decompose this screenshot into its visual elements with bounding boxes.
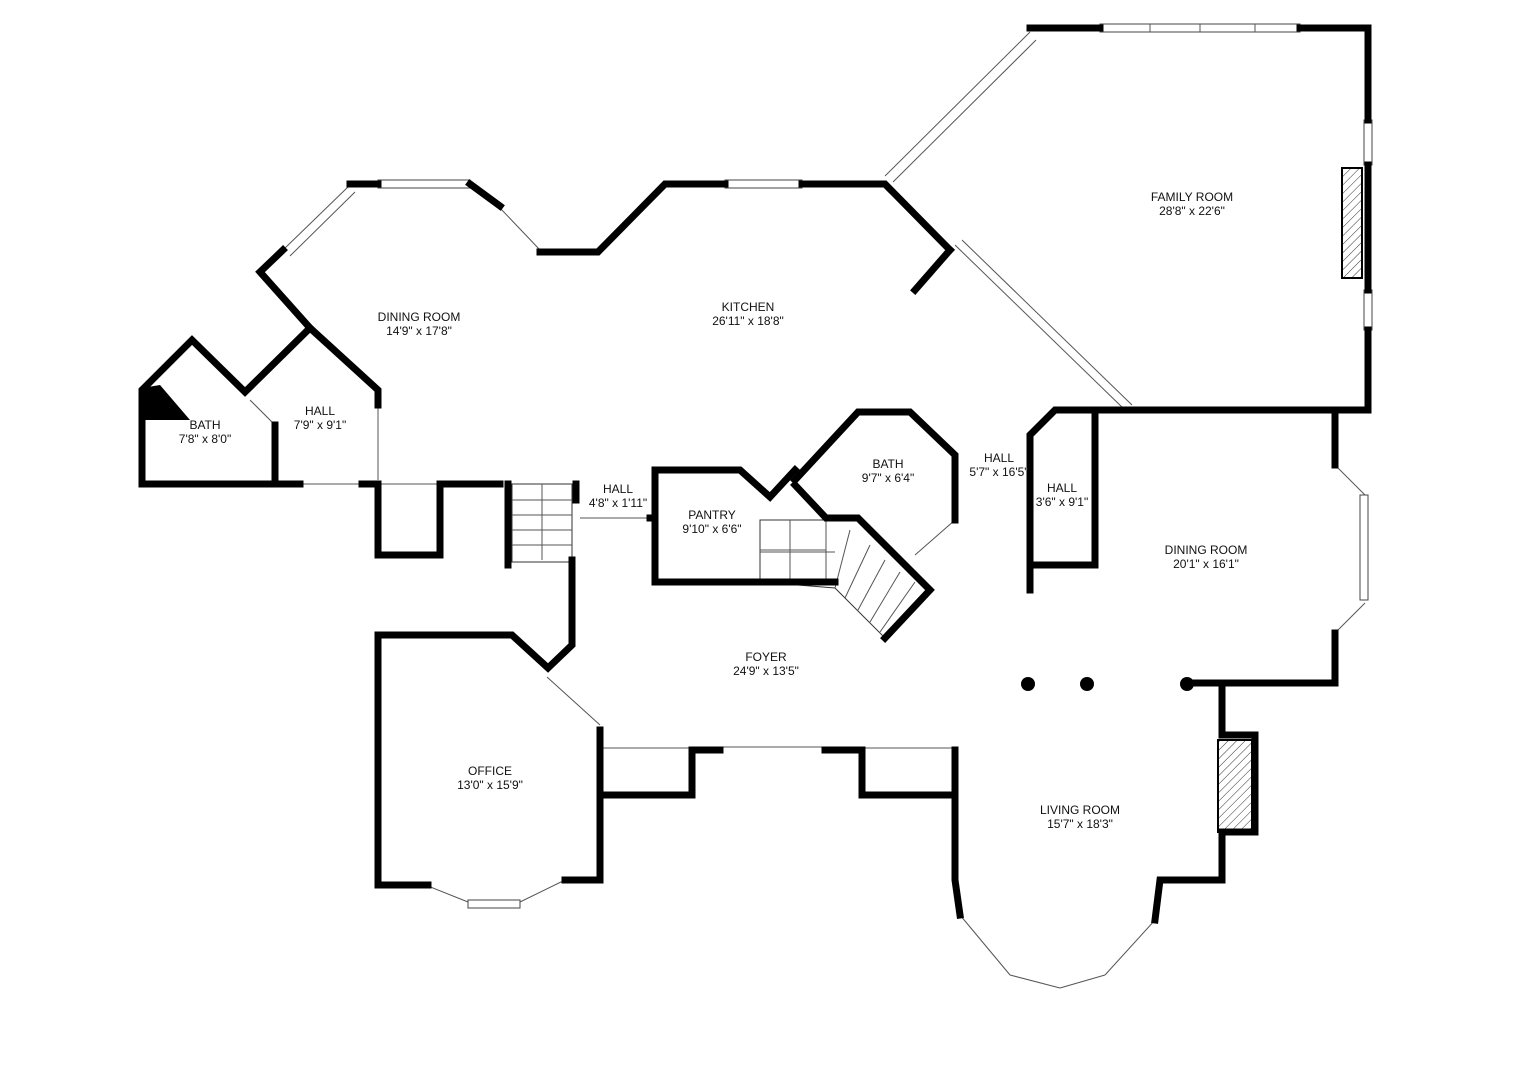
room-hall-left: HALL 7'9" x 9'1"	[294, 404, 346, 432]
room-name: DINING ROOM	[378, 310, 461, 324]
room-dims: 4'8" x 1'11"	[589, 496, 647, 510]
room-dims: 15'7" x 18'3"	[1047, 817, 1113, 831]
fireplace-family-room	[1341, 167, 1363, 279]
walls	[138, 24, 1372, 924]
room-dims: 7'9" x 9'1"	[294, 418, 346, 432]
room-office: OFFICE 13'0" x 15'9"	[457, 764, 523, 792]
room-living-room: LIVING ROOM 15'7" x 18'3"	[1040, 803, 1120, 831]
stairs-left	[511, 483, 573, 563]
room-name: FOYER	[745, 650, 787, 664]
bath-fixture	[142, 385, 190, 420]
room-hall-right: HALL 5'7" x 16'5"	[969, 451, 1028, 479]
room-dims: 26'11" x 18'8"	[712, 314, 784, 328]
room-dims: 24'9" x 13'5"	[733, 664, 799, 678]
room-dims: 28'8" x 22'6"	[1159, 204, 1225, 218]
windows	[249, 23, 1373, 989]
room-foyer: FOYER 24'9" x 13'5"	[733, 650, 799, 678]
room-dining-room-left: DINING ROOM 14'9" x 17'8"	[378, 310, 461, 338]
fireplace-living-room	[1217, 739, 1253, 833]
room-name: BATH	[872, 457, 903, 471]
room-dims: 5'7" x 16'5"	[969, 465, 1028, 479]
room-dining-room-right: DINING ROOM 20'1" x 16'1"	[1165, 543, 1248, 571]
room-dims: 3'6" x 9'1"	[1036, 495, 1088, 509]
room-name: FAMILY ROOM	[1151, 190, 1233, 204]
room-dims: 20'1" x 16'1"	[1173, 557, 1239, 571]
room-hall-center: HALL 4'8" x 1'11"	[589, 482, 647, 510]
room-dims: 14'9" x 17'8"	[386, 324, 452, 338]
room-name: HALL	[1047, 481, 1077, 495]
room-name: OFFICE	[468, 764, 512, 778]
room-dims: 7'8" x 8'0"	[179, 432, 231, 446]
room-pantry: PANTRY 9'10" x 6'6"	[682, 508, 741, 536]
room-dims: 9'10" x 6'6"	[682, 522, 741, 536]
room-name: HALL	[984, 451, 1014, 465]
room-name: PANTRY	[688, 508, 736, 522]
room-kitchen: KITCHEN 26'11" x 18'8"	[712, 300, 784, 328]
room-bath-left: BATH 7'8" x 8'0"	[179, 418, 231, 446]
room-name: LIVING ROOM	[1040, 803, 1120, 817]
room-hall-small: HALL 3'6" x 9'1"	[1036, 481, 1088, 509]
room-family-room: FAMILY ROOM 28'8" x 22'6"	[1151, 190, 1233, 218]
room-dims: 9'7" x 6'4"	[862, 471, 914, 485]
room-name: DINING ROOM	[1165, 543, 1248, 557]
room-dims: 13'0" x 15'9"	[457, 778, 523, 792]
room-bath-center: BATH 9'7" x 6'4"	[862, 457, 914, 485]
room-name: KITCHEN	[722, 300, 775, 314]
room-name: HALL	[603, 482, 633, 496]
columns	[1021, 677, 1194, 691]
room-name: HALL	[305, 404, 335, 418]
room-name: BATH	[189, 418, 220, 432]
